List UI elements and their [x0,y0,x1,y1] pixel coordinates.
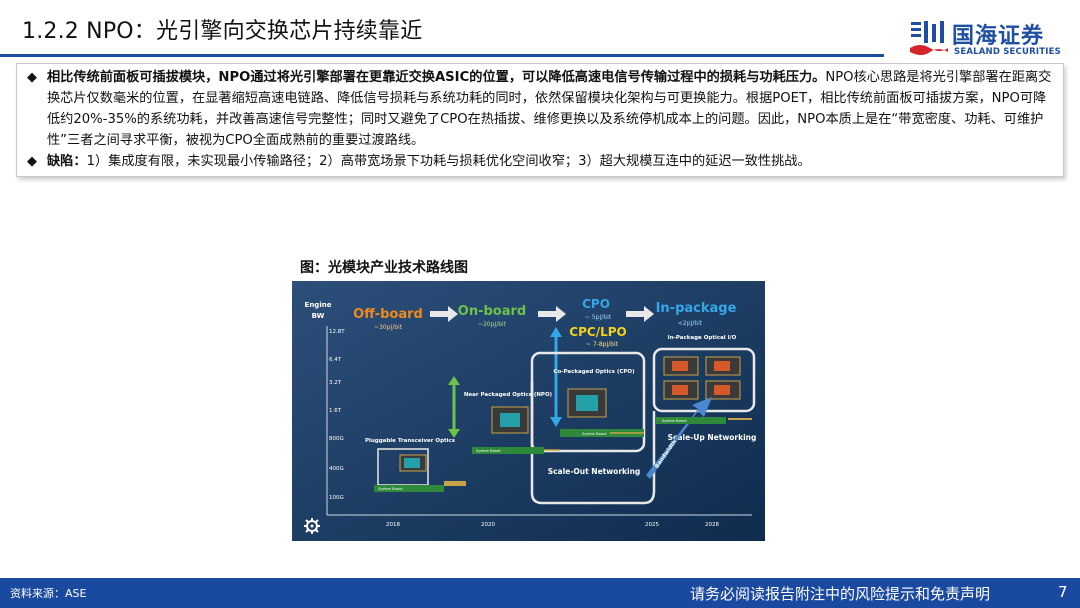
diamond-bullet-icon: ◆ [27,154,37,169]
cpo-board: System Board [560,388,644,437]
bullet-bold-text: 缺陷： [47,154,87,169]
in-package-io-label: In-Package Optical I/O [668,335,737,341]
page-title: 1.2.2 NPO：光引擎向交换芯片持续靠近 [22,19,423,44]
svg-text:System Board: System Board [662,419,686,423]
y-tick-label: 12.8T [329,329,345,335]
stage-in-package: In-package [656,301,737,316]
stage-arrow [538,306,566,322]
pluggable-label: Pluggable Transceiver Optics [365,438,456,444]
in-package-chip [663,356,741,400]
scale-up-label: Scale-Up Networking [668,433,757,442]
stage-cpc-lpo: CPC/LPO [569,325,626,339]
scale-up-board: System Board [656,417,752,424]
stage-arrow [430,306,458,322]
y-tick-label: 6.4T [329,357,342,363]
svg-text:System Board: System Board [476,449,500,453]
y-tick-label: 400G [329,466,344,472]
x-tick-labels: 2018 2020 2025 2028 [386,522,719,528]
gear-icon [304,518,320,534]
disclaimer-text: 请务必阅读报告附注中的风险提示和免责声明 [690,585,991,603]
header-rule [0,54,884,57]
cpo-arrow-head-icon [550,417,562,427]
stage-cpc-lpo-energy: ~ 7-8pJ/bit [586,341,619,348]
svg-text:System Board: System Board [582,432,606,436]
stage-on-board-energy: ~20pJ/bit [478,321,507,328]
y-tick-label: 800G [329,436,344,442]
stage-cpo: CPO [582,297,610,311]
logo-text-en: SEALAND SECURITIES [954,47,1061,57]
scale-out-frame [530,381,656,505]
bullet-bold-text: 相比传统前面板可插拔模块，NPO通过将光引擎部署在更靠近交换ASIC的位置，可以… [47,70,826,85]
bullet-npo-advantage: ◆ 相比传统前面板可插拔模块，NPO通过将光引擎部署在更靠近交换ASIC的位置，… [27,67,1055,151]
npo-arrow-head-icon [448,376,460,385]
x-tick-label: 2025 [645,522,659,528]
svg-text:System Board: System Board [378,487,402,491]
footer-bar: 资料来源：ASE 请务必阅读报告附注中的风险提示和免责声明 7 [0,578,1080,608]
near-packaged-label: Near Packaged Optics (NPO) [464,392,553,398]
company-logo: 国海证券 SEALAND SECURITIES [908,18,1061,62]
y-axis-title: Engine [305,301,332,309]
stage-arrow [626,306,654,322]
cpo-arrow-head-icon [550,327,562,337]
page-number: 7 [1058,583,1068,601]
npo-board: System Board [472,406,544,454]
stage-in-package-energy: <2pJ/bit [678,320,703,327]
bandwidth-arrow [646,397,712,479]
figure-caption: 图：光模块产业技术路线图 [300,260,468,276]
diamond-bullet-icon: ◆ [27,70,37,85]
y-tick-label: 3.2T [329,380,342,386]
sealand-logo-icon [910,21,948,55]
scale-out-label: Scale-Out Networking [548,467,641,476]
co-packaged-label: Co-Packaged Optics (CPO) [553,369,635,375]
x-tick-label: 2018 [386,522,400,528]
stage-on-board: On-board [458,304,526,319]
stage-off-board-energy: ~30pJ/bit [374,324,403,331]
npo-arrow-head-icon [448,429,460,438]
y-tick-labels: 12.8T 6.4T 3.2T 1.6T 800G 400G 100G [329,329,345,501]
stage-off-board: Off-board [353,307,423,322]
x-tick-label: 2020 [481,522,495,528]
y-tick-label: 100G [329,495,344,501]
y-tick-label: 1.6T [329,408,342,414]
source-note: 资料来源：ASE [10,587,87,600]
x-tick-label: 2028 [705,522,719,528]
summary-box: ◆ 相比传统前面板可插拔模块，NPO通过将光引擎部署在更靠近交换ASIC的位置，… [16,63,1064,177]
logo-text-cn: 国海证券 [952,24,1045,49]
stage-cpo-energy: ~ 5pJ/bit [585,314,612,321]
y-axis-title: BW [312,312,325,320]
bullet-body-text: 1）集成度有限，未实现最小传输路径；2）高带宽场景下功耗与损耗优化空间收窄；3）… [86,154,811,169]
bullet-npo-drawbacks: ◆ 缺陷：1）集成度有限，未实现最小传输路径；2）高带宽场景下功耗与损耗优化空间… [27,151,1055,172]
bullet-body-text: NPO核心思路是将光引擎部署在距离交换芯片仅数毫米的位置，在显著缩短高速电链路、… [47,70,1052,148]
